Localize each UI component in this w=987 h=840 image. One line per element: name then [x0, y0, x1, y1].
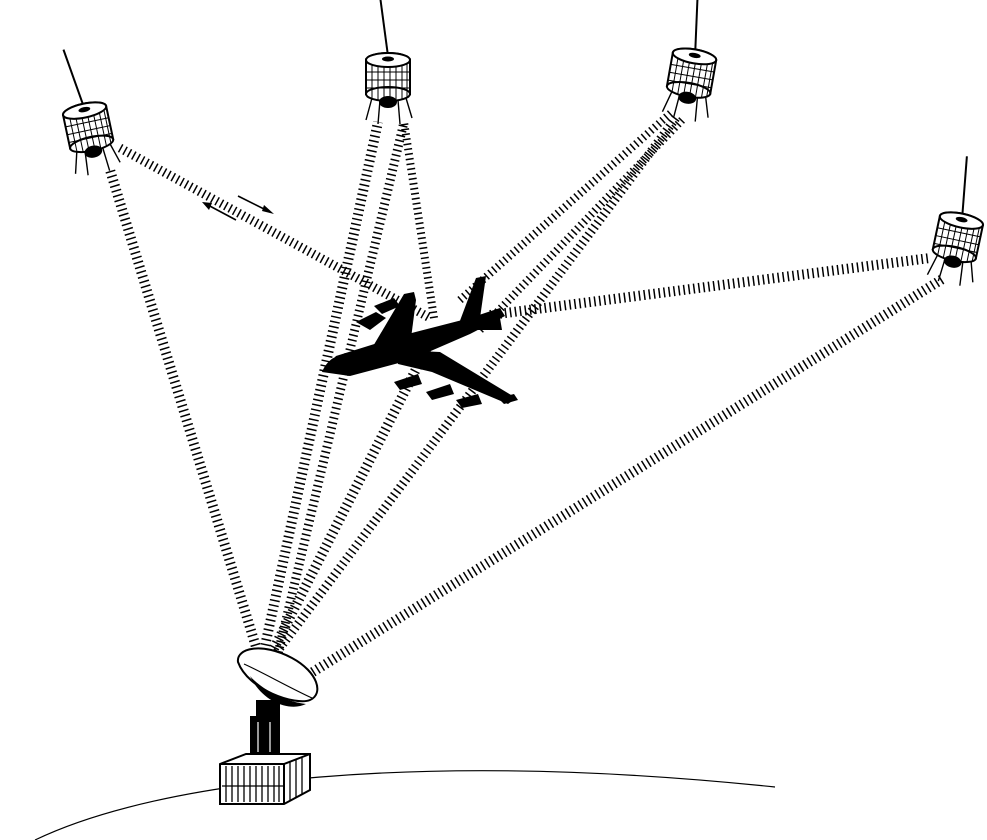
satellite-icon — [662, 0, 730, 124]
signal-aircraft-to-satellite-4 — [490, 258, 930, 315]
satellite-1 — [50, 43, 122, 178]
ground-signal-links — [110, 118, 944, 680]
satellite-icon — [366, 0, 412, 124]
ground-antenna-icon — [220, 648, 317, 804]
aircraft-signal-links — [120, 112, 930, 330]
ground-station — [220, 648, 317, 804]
arrow-right-head — [262, 205, 274, 214]
airplane-icon — [322, 276, 518, 408]
satellite-icon — [50, 43, 122, 178]
earth-horizon — [35, 771, 775, 840]
signal-aircraft-to-satellite-2 — [404, 122, 434, 318]
signal-aircraft-to-satellite-3-b — [480, 118, 684, 330]
satellite-2 — [366, 0, 412, 124]
satellite-3 — [662, 0, 730, 124]
satellite-icon — [927, 153, 987, 288]
signal-aircraft-to-satellite-3-a — [460, 112, 672, 300]
arrow-left-head — [202, 202, 212, 210]
signal-ground-to-satellite-2-right — [276, 122, 404, 662]
aircraft — [322, 276, 518, 408]
satellite-4 — [927, 153, 987, 288]
signal-ground-to-satellite-3 — [268, 118, 676, 664]
signal-ground-to-satellite-1 — [110, 170, 260, 660]
signal-aircraft-to-satellite-1 — [120, 148, 430, 318]
signal-ground-to-satellite-2-left — [262, 122, 378, 660]
